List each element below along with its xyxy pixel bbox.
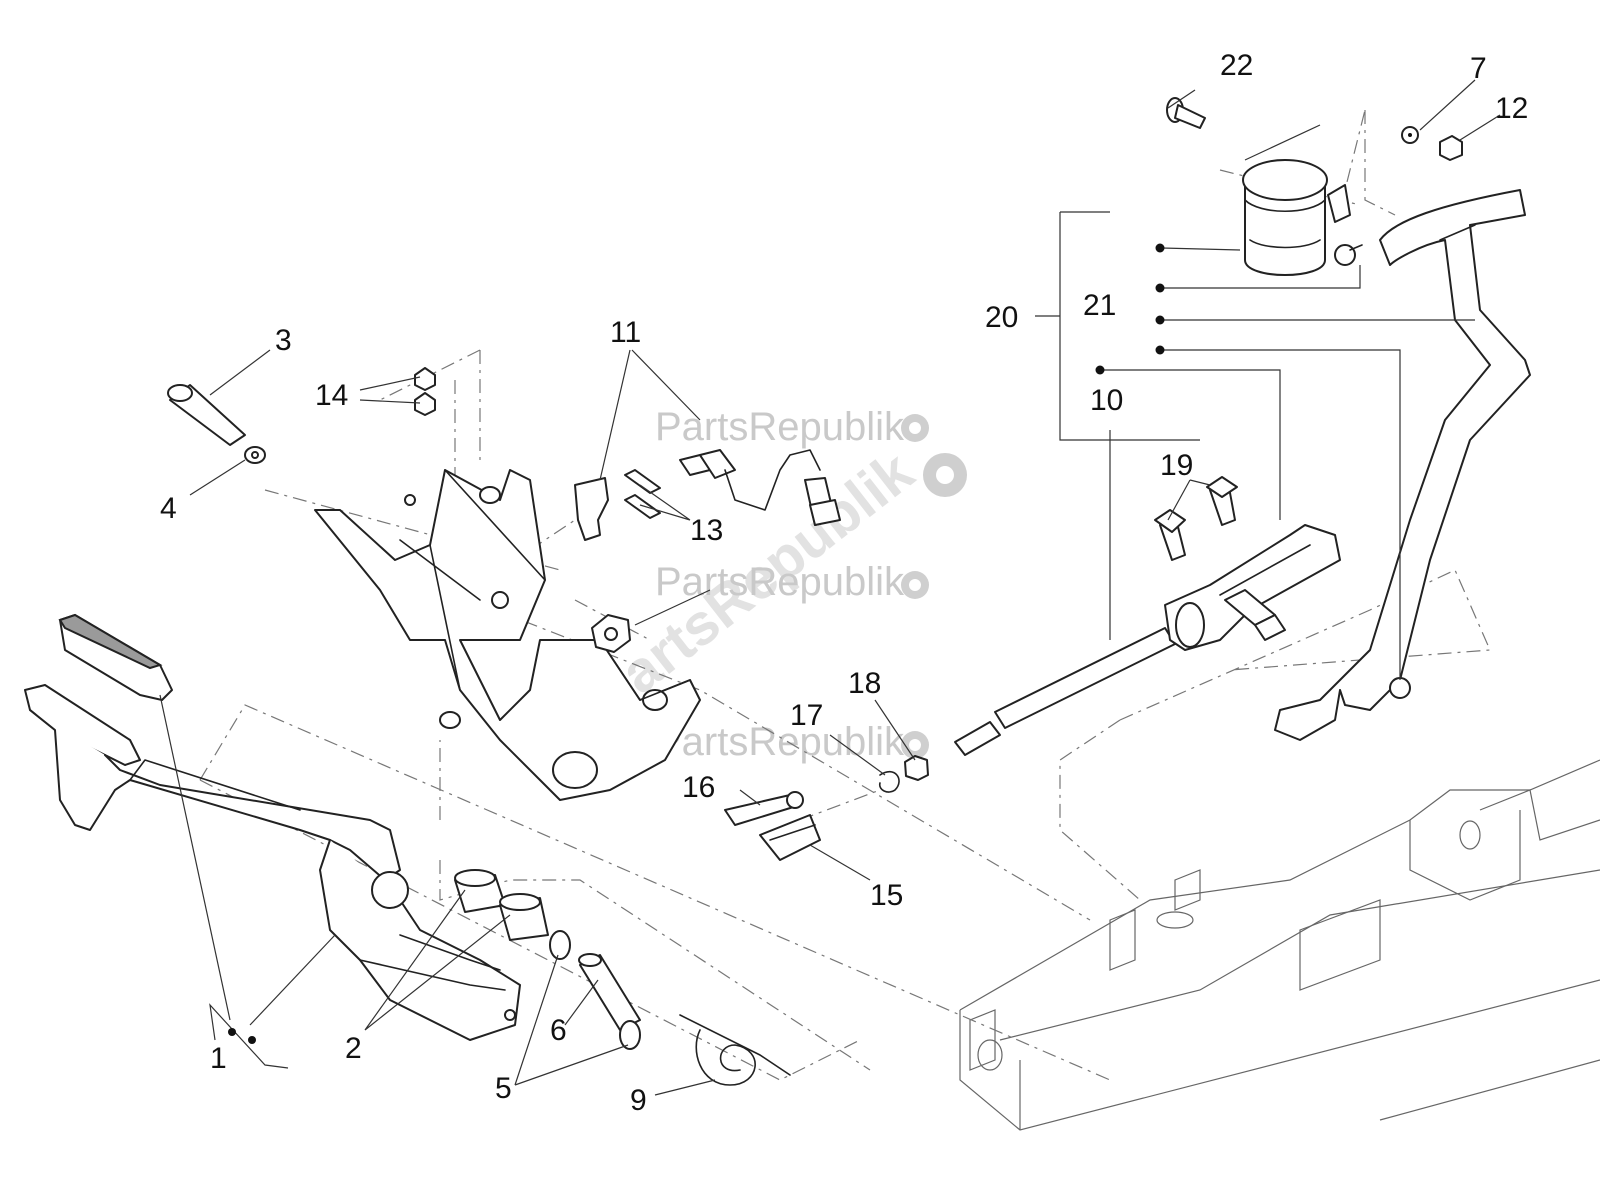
callout-6: 6: [550, 1014, 567, 1047]
return-spring: [679, 1014, 791, 1086]
pivot-pin: [578, 953, 641, 1031]
callout-10: 10: [1090, 384, 1123, 417]
pedal-bracket: [314, 469, 701, 801]
hose-clamp-lower: [1389, 677, 1411, 699]
leader-lines: [159, 79, 1501, 1096]
reference-dots: [228, 243, 1165, 1044]
callout-12: 12: [1495, 92, 1528, 125]
hose-clamp-upper: [1334, 244, 1363, 266]
callout-17: 17: [790, 699, 823, 732]
circlip: [878, 770, 900, 793]
callout-7: 7: [1470, 52, 1487, 85]
callout-1: 1: [210, 1042, 227, 1075]
washer-7: [1401, 126, 1419, 144]
callout-4: 4: [160, 492, 177, 525]
callout-15: 15: [870, 879, 903, 912]
brake-switch: [574, 449, 841, 541]
nut-18: [904, 755, 929, 781]
callout-21: 21: [1083, 289, 1116, 322]
o-rings: [549, 930, 641, 1050]
reservoir-hose: [1274, 189, 1531, 741]
flange-nut: [591, 614, 631, 653]
watermark-3: PartsRepublik: [655, 720, 905, 764]
callout-22: 22: [1220, 49, 1253, 82]
callout-labels: 1 2 3 4 5 6 7 9 10 11 12 13 14 15 16 17 …: [160, 49, 1528, 1117]
callout-11: 11: [610, 316, 641, 349]
brake-pedal: [24, 613, 521, 1041]
callout-5: 5: [495, 1072, 512, 1105]
callout-14: 14: [315, 379, 348, 412]
callout-20: 20: [985, 301, 1018, 334]
nuts-14: [414, 367, 436, 416]
watermark-2: PartsRepublik: [655, 560, 905, 604]
callout-18: 18: [848, 667, 881, 700]
callout-16: 16: [682, 771, 715, 804]
bushings: [454, 869, 549, 941]
frame-section: [959, 759, 1600, 1131]
master-cylinder: [954, 476, 1341, 756]
callout-13: 13: [690, 514, 723, 547]
bolt-3: [167, 384, 246, 446]
callout-2: 2: [345, 1032, 362, 1065]
clevis: [724, 791, 821, 861]
watermark-1: PartsRepublik: [655, 405, 905, 449]
gear-icon: [901, 414, 967, 759]
nut-12: [1439, 135, 1463, 161]
callout-19: 19: [1160, 449, 1193, 482]
callout-3: 3: [275, 324, 292, 357]
callout-9: 9: [630, 1084, 647, 1117]
fluid-reservoir: [1242, 159, 1351, 276]
bolt-22: [1166, 97, 1206, 129]
washer-4: [244, 446, 266, 464]
screws-13: [624, 469, 661, 519]
